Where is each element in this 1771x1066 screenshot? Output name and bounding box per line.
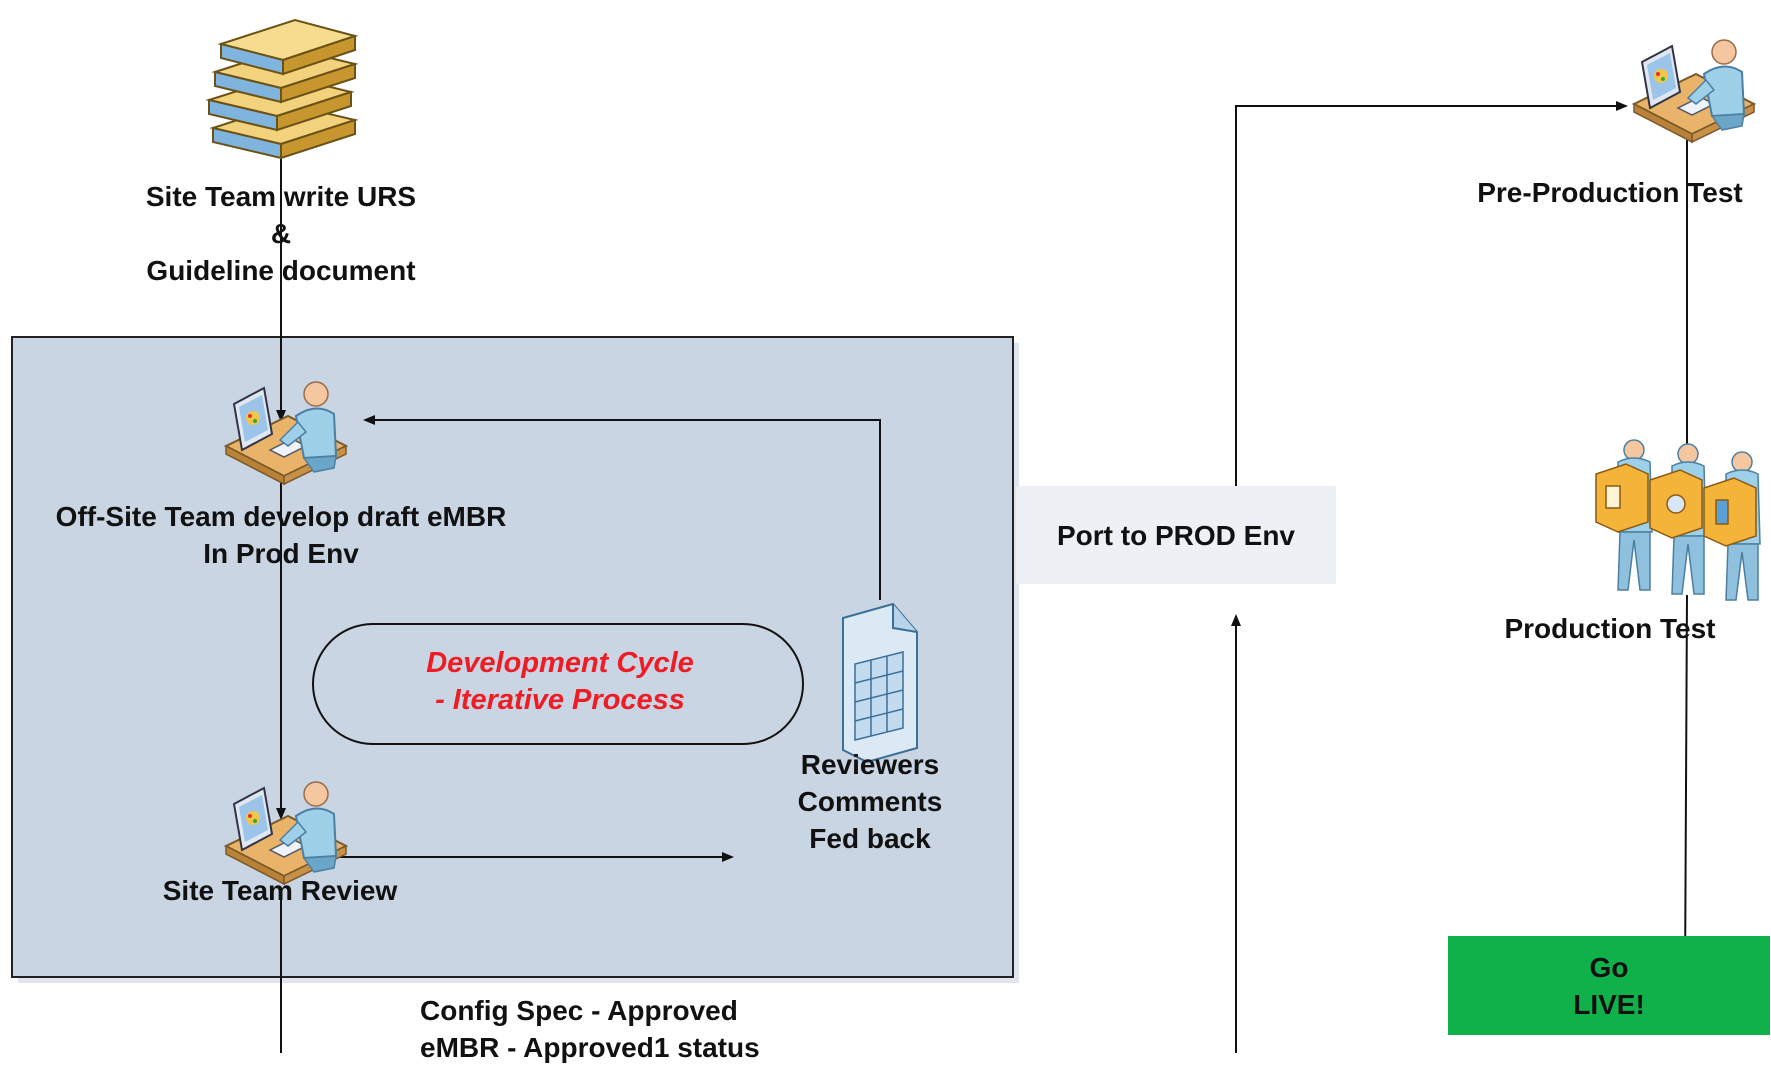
approved-label: Config Spec - Approved eMBR - Approved1 … — [420, 995, 760, 1063]
connector-approved-to-port — [1231, 614, 1241, 1053]
books-icon — [205, 18, 359, 160]
cycle-label: Development Cycle - Iterative Process — [426, 647, 694, 716]
people-boxes-icon — [1595, 439, 1761, 601]
connector-feedback — [363, 415, 881, 600]
cycle-shape — [312, 623, 804, 745]
port-box: Port to PROD Env — [1016, 486, 1336, 584]
go-live-label: Go LIVE! — [1573, 951, 1645, 1020]
connector-review-to-approved — [280, 900, 282, 1053]
urs-label: Site Team write URS & Guideline document — [145, 181, 417, 286]
connector-port-to-preprod — [1235, 101, 1628, 508]
workstation-user-icon-preprod — [1633, 39, 1755, 143]
offsite-label: Off-Site Team develop draft eMBR In Prod… — [55, 501, 507, 569]
connector-prodtest-to-golive — [1680, 594, 1691, 984]
spreadsheet-document-icon — [842, 602, 918, 764]
preprod-label: Pre-Production Test — [1477, 177, 1743, 208]
review-label: Site Team Review — [162, 875, 398, 906]
go-live-box: Go LIVE! — [1448, 936, 1770, 1035]
reviewers-label: Reviewers Comments Fed back — [797, 749, 943, 854]
port-label: Port to PROD Env — [1056, 519, 1295, 551]
prodtest-label: Production Test — [1504, 613, 1716, 644]
